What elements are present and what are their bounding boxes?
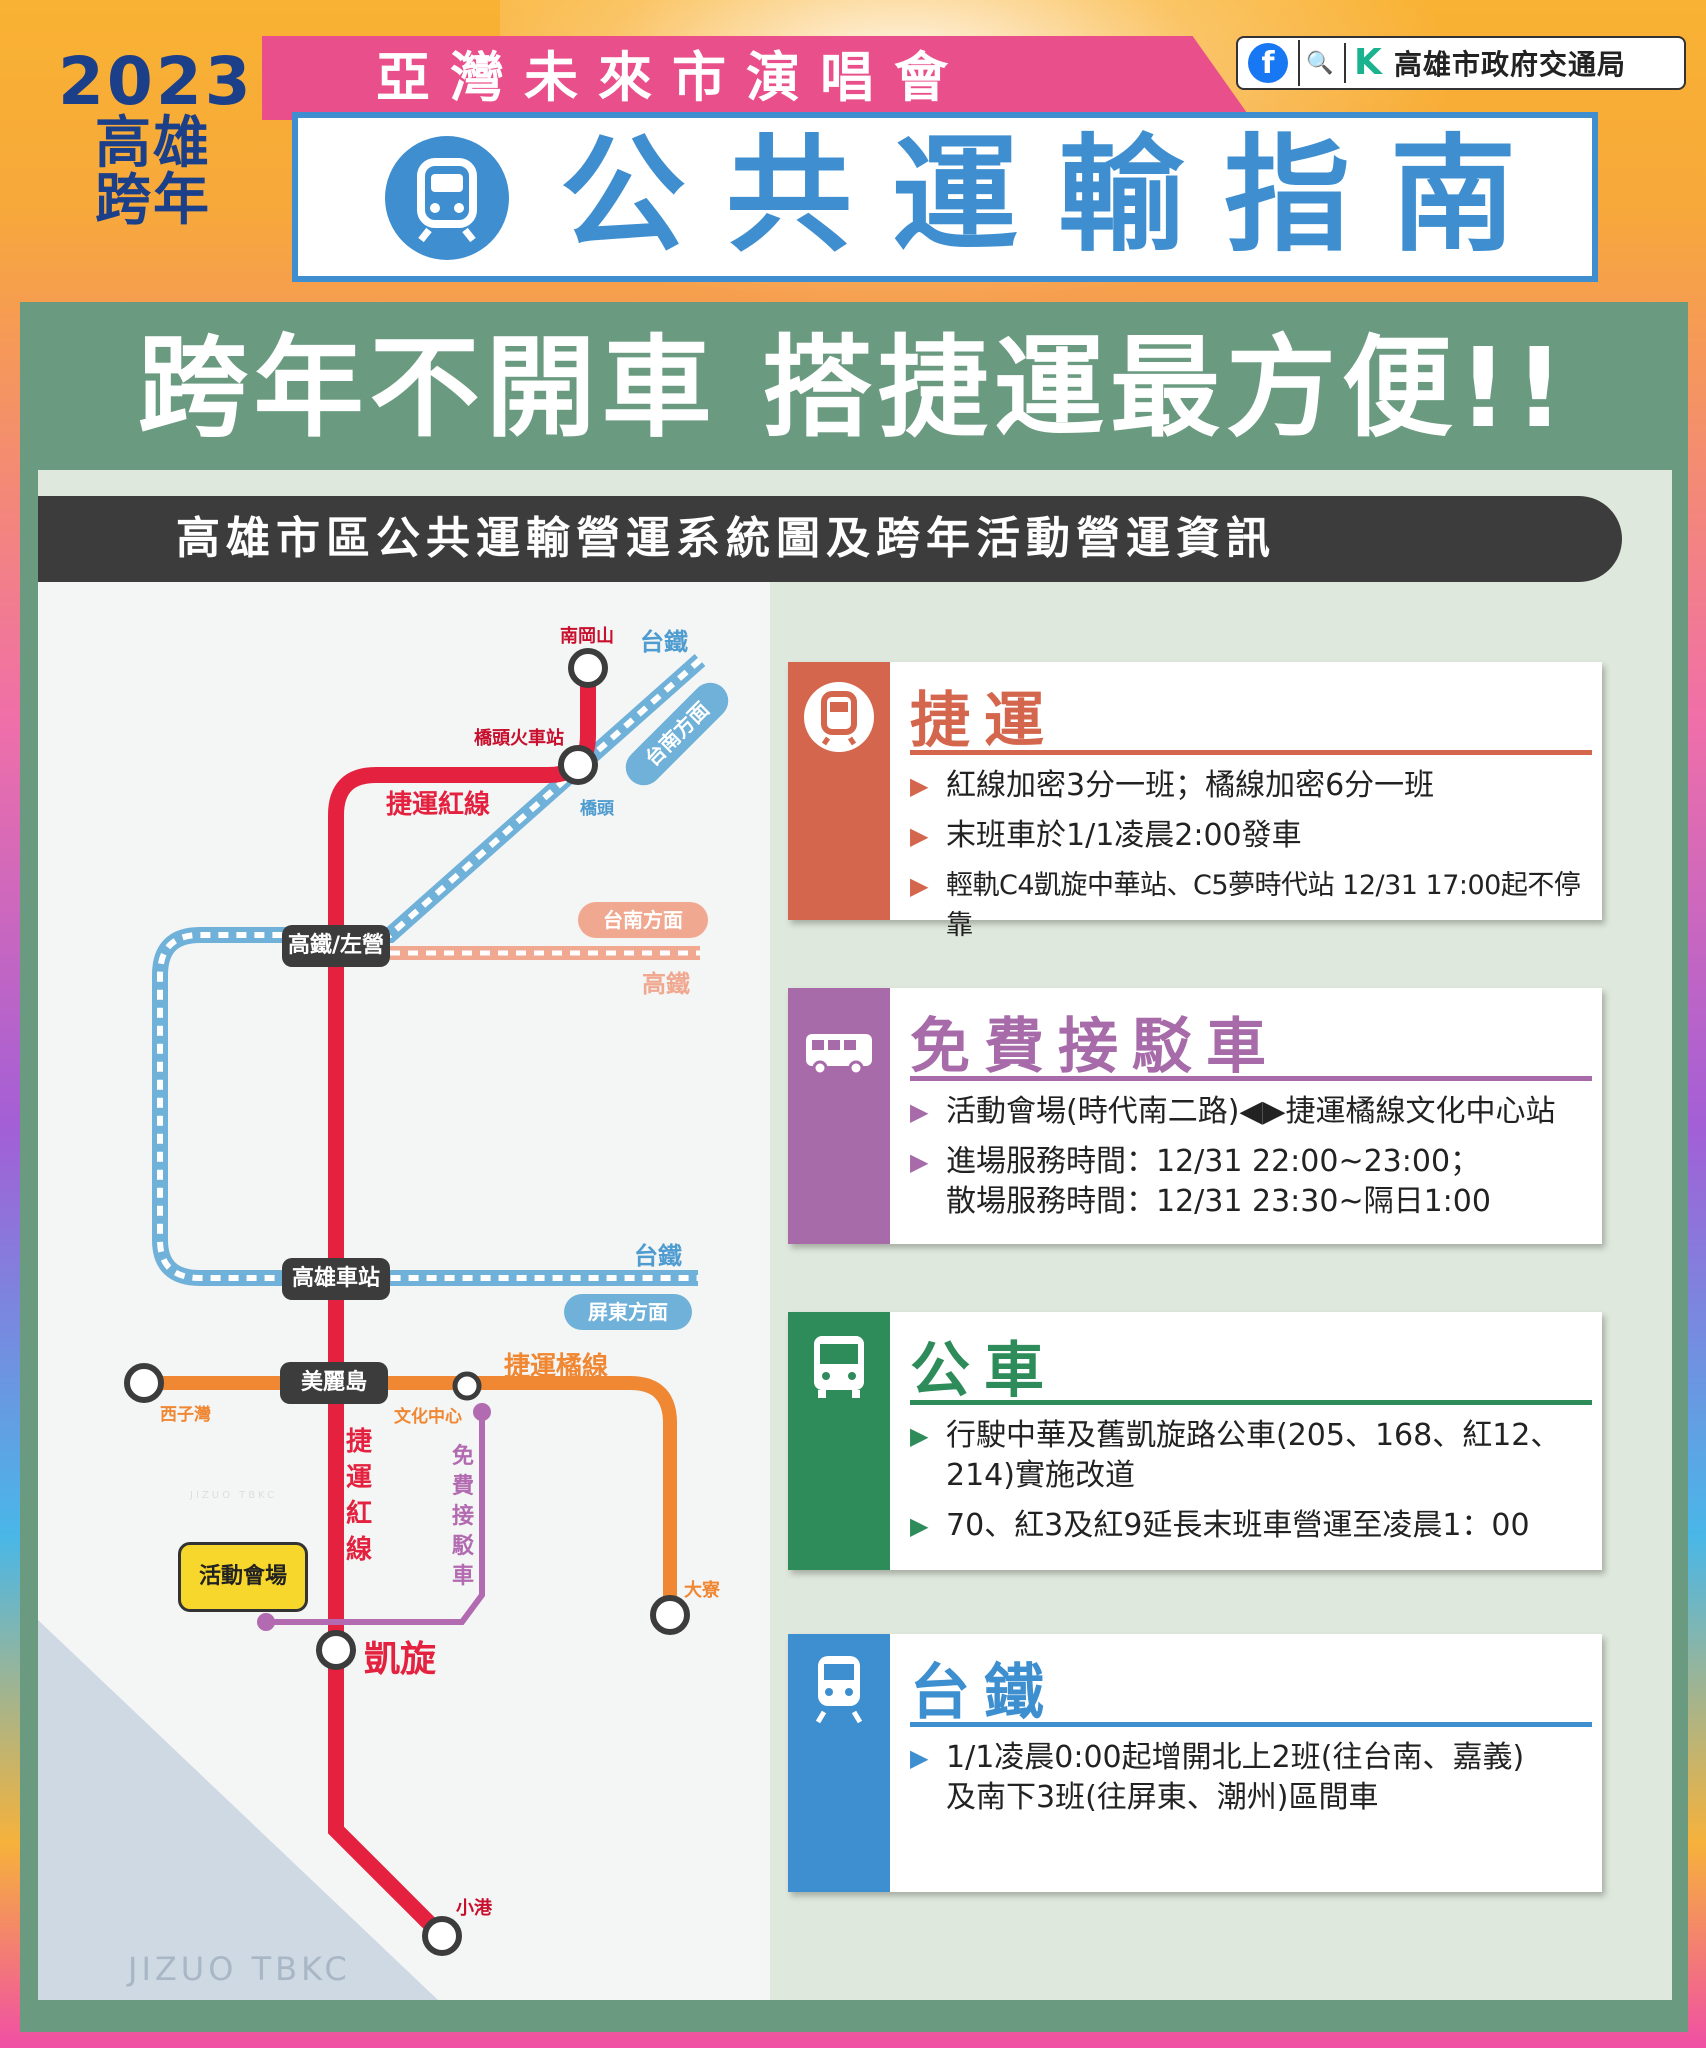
card-tra: 台鐵 ▶1/1凌晨0:00起增開北上2班(往台南、嘉義) 及南下3班(往屏東、潮… bbox=[788, 1634, 1602, 1892]
station-siaogang bbox=[422, 1916, 462, 1956]
label-orange-line: 捷運橘線 bbox=[504, 1352, 609, 1382]
main-title: 公共運輸指南 bbox=[560, 122, 1556, 269]
station-culture-center bbox=[452, 1371, 482, 1401]
card-metro-divider bbox=[910, 750, 1592, 755]
label-gangshan-south: 南岡山 bbox=[560, 626, 614, 647]
year-text: 2023 bbox=[58, 43, 254, 120]
label-culture-center: 文化中心 bbox=[394, 1407, 462, 1427]
item-text: 末班車於1/1凌晨2:00發車 bbox=[946, 818, 1302, 853]
station-kaisyuan bbox=[316, 1630, 356, 1670]
metro-icon bbox=[802, 680, 876, 754]
station-hsr-zuoying: 高鐵/左營 bbox=[282, 925, 390, 967]
shuttle-line bbox=[266, 1412, 485, 1625]
city-bus-icon bbox=[802, 1330, 876, 1404]
card-bus: 公車 ▶行駛中華及舊凱旋路公車(205、168、紅12、214)實施改道 ▶70… bbox=[788, 1312, 1602, 1570]
card-metro-title: 捷運 bbox=[910, 686, 1058, 756]
card-tra-items: ▶1/1凌晨0:00起增開北上2班(往台南、嘉義) 及南下3班(往屏東、潮州)區… bbox=[910, 1738, 1592, 1828]
list-item: ▶末班車於1/1凌晨2:00發車 bbox=[910, 818, 1302, 853]
list-item: ▶1/1凌晨0:00起增開北上2班(往台南、嘉義) 及南下3班(往屏東、潮州)區… bbox=[910, 1740, 1525, 1815]
red-char-2: 運 bbox=[346, 1463, 373, 1493]
card-bus-divider bbox=[910, 1400, 1592, 1405]
train-icon bbox=[802, 1652, 876, 1726]
facebook-icon[interactable]: f bbox=[1248, 43, 1288, 83]
list-item: ▶70、紅3及紅9延長末班車營運至凌晨1：00 bbox=[910, 1508, 1530, 1543]
label-qiaotou-train: 橋頭火車站 bbox=[474, 728, 564, 749]
item-text: 1/1凌晨0:00起增開北上2班(往台南、嘉義) 及南下3班(往屏東、潮州)區間… bbox=[946, 1740, 1525, 1815]
shuttle-end-culture bbox=[473, 1403, 491, 1421]
item-text: 行駛中華及舊凱旋路公車(205、168、紅12、214)實施改道 bbox=[946, 1418, 1561, 1493]
watermark: JIZUO TBKC bbox=[128, 1950, 351, 1988]
shuttle-char-3: 接 bbox=[452, 1504, 475, 1529]
item-text: 紅線加密3分一班；橘線加密6分一班 bbox=[946, 768, 1435, 803]
title-box bbox=[292, 112, 1598, 282]
pill-to-pingtung: 屏東方面 bbox=[564, 1294, 692, 1330]
event-year-block: 2023 高雄 跨年 bbox=[58, 43, 254, 234]
shuttle-char-2: 費 bbox=[452, 1474, 475, 1499]
red-line bbox=[328, 670, 596, 1942]
list-item: ▶輕軌C4凱旋中華站、C5夢時代站 12/31 17:00起不停靠 bbox=[910, 870, 1581, 941]
list-item: ▶紅線加密3分一班；橘線加密6分一班 bbox=[910, 768, 1435, 803]
item-text: 70、紅3及紅9延長末班車營運至凌晨1：00 bbox=[946, 1508, 1530, 1543]
event-text: 跨年 bbox=[95, 168, 211, 234]
label-tra-top: 台鐵 bbox=[640, 628, 688, 656]
concert-banner bbox=[262, 36, 1252, 120]
card-bus-items: ▶行駛中華及舊凱旋路公車(205、168、紅12、214)實施改道 ▶70、紅3… bbox=[910, 1416, 1592, 1556]
list-item: ▶進場服務時間：12/31 22:00~23:00； 散場服務時間：12/31 … bbox=[910, 1144, 1491, 1219]
label-hsr: 高鐵 bbox=[642, 970, 690, 998]
card-shuttle-divider bbox=[910, 1076, 1592, 1081]
label-red-line: 捷運紅線 bbox=[386, 790, 491, 820]
station-formosa: 美麗島 bbox=[280, 1362, 388, 1404]
station-kaohsiung-main: 高雄車站 bbox=[282, 1258, 390, 1300]
label-shuttle-vertical: 免 費 接 駁 車 bbox=[452, 1442, 478, 1592]
agency-logo-icon: K bbox=[1344, 43, 1384, 83]
shuttle-char-4: 駁 bbox=[452, 1534, 475, 1559]
station-xiziwan bbox=[124, 1363, 164, 1403]
agency-badge[interactable]: f 🔍 K 高雄市政府交通局 bbox=[1236, 36, 1686, 90]
item-text: 活動會場(時代南二路)◀▶捷運橘線文化中心站 bbox=[946, 1094, 1556, 1129]
shuttle-char-5: 車 bbox=[452, 1564, 475, 1589]
label-xiziwan: 西子灣 bbox=[160, 1405, 211, 1425]
orange-line bbox=[144, 1376, 677, 1615]
list-item: ▶活動會場(時代南二路)◀▶捷運橘線文化中心站 bbox=[910, 1094, 1556, 1129]
card-tra-divider bbox=[910, 1722, 1592, 1727]
card-shuttle-title: 免費接駁車 bbox=[910, 1012, 1280, 1082]
train-front-icon bbox=[385, 136, 509, 260]
red-char-4: 線 bbox=[346, 1535, 373, 1565]
list-item: ▶行駛中華及舊凱旋路公車(205、168、紅12、214)實施改道 bbox=[910, 1418, 1561, 1493]
card-shuttle: 免費接駁車 ▶活動會場(時代南二路)◀▶捷運橘線文化中心站 ▶進場服務時間：12… bbox=[788, 988, 1602, 1244]
station-qiaotou-train bbox=[558, 745, 598, 785]
red-char-3: 紅 bbox=[346, 1499, 373, 1529]
section-title-bar: 高雄市區公共運輸營運系統圖及跨年活動營運資訊 bbox=[38, 496, 1622, 582]
item-text: 輕軌C4凱旋中華站、C5夢時代站 12/31 17:00起不停靠 bbox=[946, 870, 1581, 941]
label-watermark-mid: JIZUO TBKC bbox=[190, 1490, 278, 1501]
city-text: 高雄 bbox=[95, 111, 211, 177]
item-text: 進場服務時間：12/31 22:00~23:00； 散場服務時間：12/31 2… bbox=[946, 1144, 1491, 1219]
label-siaogang: 小港 bbox=[456, 1898, 492, 1919]
shuttle-end-venue bbox=[257, 1613, 275, 1631]
pill-to-tainan-hsr: 台南方面 bbox=[578, 902, 708, 938]
card-bus-title: 公車 bbox=[910, 1336, 1058, 1406]
card-tra-title: 台鐵 bbox=[910, 1658, 1058, 1728]
tra-line bbox=[152, 654, 706, 1286]
red-char-1: 捷 bbox=[346, 1427, 373, 1457]
label-qiaotou: 橋頭 bbox=[580, 799, 614, 819]
label-red-line-vertical: 捷 運 紅 線 bbox=[346, 1424, 376, 1568]
card-shuttle-sidebar bbox=[788, 988, 890, 1244]
label-kaisyuan: 凱旋 bbox=[364, 1639, 437, 1680]
shuttle-char-1: 免 bbox=[452, 1444, 475, 1469]
slogan: 跨年不開車 搭捷運最方便!! bbox=[137, 324, 1571, 452]
bus-icon bbox=[802, 1018, 876, 1092]
card-metro-items: ▶紅線加密3分一班；橘線加密6分一班 ▶末班車於1/1凌晨2:00發車 ▶輕軌C… bbox=[910, 766, 1592, 956]
search-icon: 🔍 bbox=[1298, 40, 1340, 86]
label-daliao: 大寮 bbox=[684, 1580, 720, 1601]
label-tra-bottom: 台鐵 bbox=[634, 1242, 682, 1270]
concert-banner-text: 亞灣未來市演唱會 bbox=[376, 46, 968, 109]
agency-name: 高雄市政府交通局 bbox=[1394, 48, 1627, 81]
card-shuttle-items: ▶活動會場(時代南二路)◀▶捷運橘線文化中心站 ▶進場服務時間：12/31 22… bbox=[910, 1092, 1592, 1232]
station-gangshan-south bbox=[568, 648, 608, 688]
card-metro: 捷運 ▶紅線加密3分一班；橘線加密6分一班 ▶末班車於1/1凌晨2:00發車 ▶… bbox=[788, 662, 1602, 941]
station-daliao bbox=[650, 1595, 690, 1635]
venue-label: 活動會場 bbox=[178, 1542, 308, 1612]
